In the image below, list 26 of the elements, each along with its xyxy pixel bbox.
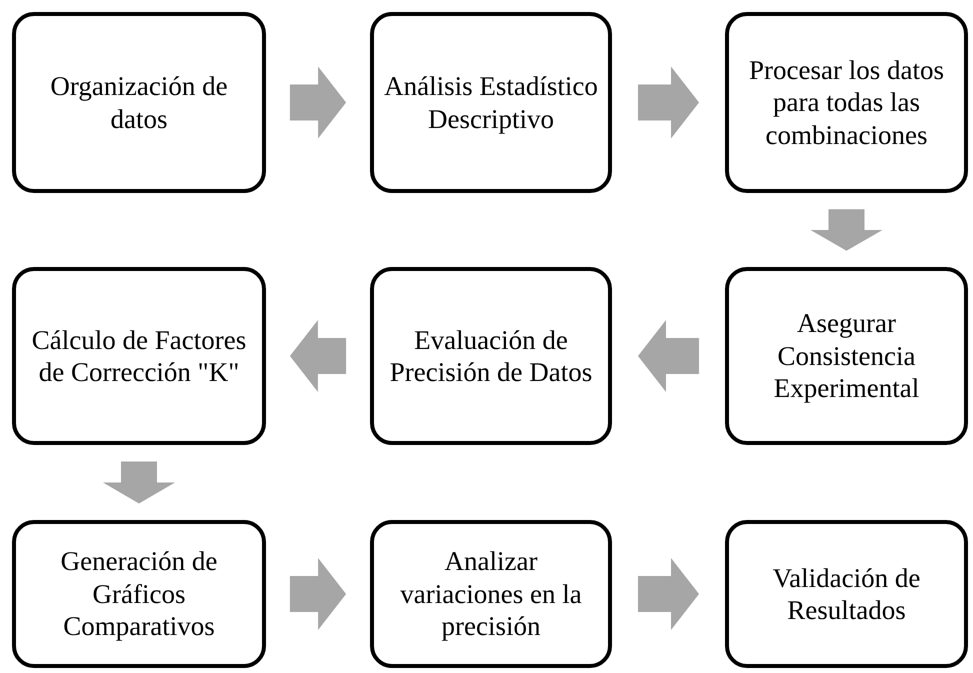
- block-arrow: [638, 558, 699, 630]
- box-label: Asegurar Consistencia Experimental: [772, 307, 920, 405]
- process-box: [12, 12, 266, 193]
- box-label: Cálculo de Factores de Corrección "K": [30, 324, 248, 388]
- block-arrow: [290, 558, 346, 630]
- box-label: Análisis Estadístico Descriptivo: [383, 70, 599, 135]
- box-label: Procesar los datos para todas las combinaciones: [748, 54, 945, 152]
- block-arrow: [638, 66, 699, 138]
- process-box: [725, 520, 968, 668]
- box-label: Evaluación de Precisión de Datos: [388, 324, 594, 388]
- block-arrow: [638, 320, 699, 392]
- block-arrow: [810, 209, 882, 251]
- block-arrow: [290, 66, 346, 138]
- block-arrow: [103, 462, 175, 504]
- box-label: Generación de Gráficos Comparativos: [60, 545, 218, 643]
- box-label: Analizar variaciones en la precisión: [399, 545, 583, 643]
- process-box: [725, 267, 968, 445]
- process-box: [12, 520, 266, 668]
- process-box: [370, 12, 612, 193]
- process-box: [370, 520, 612, 668]
- box-label: Validación de Resultados: [772, 562, 922, 626]
- block-arrow: [290, 320, 346, 392]
- process-box: [725, 12, 968, 193]
- process-box: [12, 267, 266, 445]
- box-label: Organización de datos: [49, 70, 229, 135]
- process-box: [370, 267, 612, 445]
